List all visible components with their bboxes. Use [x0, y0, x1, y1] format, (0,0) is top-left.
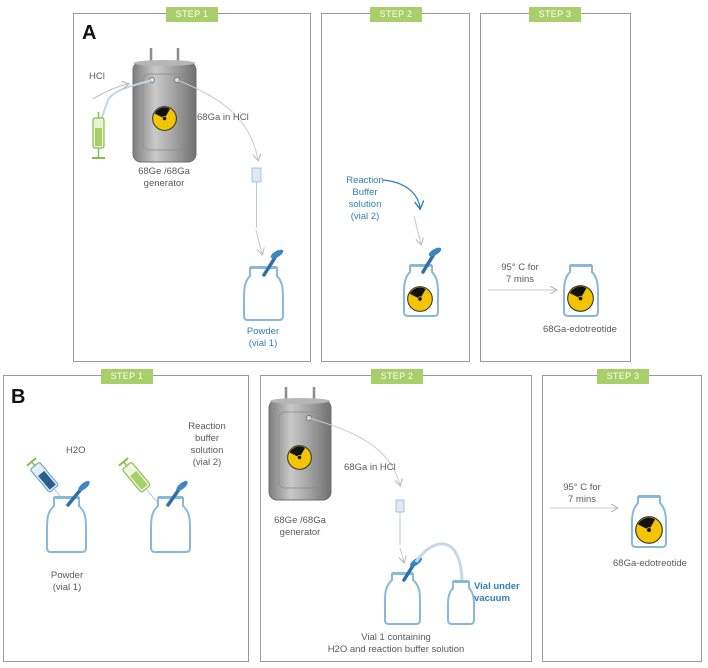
- vial1-contents-label: Vial 1 containing H2O and reaction buffe…: [296, 632, 496, 656]
- temperature-label-line: 7 mins: [568, 494, 596, 505]
- vial-icon: [447, 580, 475, 625]
- step-tab: STEP 3: [597, 369, 649, 384]
- generator-icon: [132, 48, 197, 163]
- generator-label: 68Ge /68Ga generator: [124, 166, 204, 190]
- needle-icon: [66, 480, 90, 507]
- panel-b-step-3: STEP 3: [542, 369, 702, 662]
- syringe-icon: [118, 457, 160, 505]
- syringe-icon: [92, 112, 105, 159]
- buffer-label-line: (vial 2): [350, 211, 380, 222]
- step-tab: STEP 1: [101, 369, 153, 384]
- h2o-label: H2O: [66, 445, 86, 456]
- panel-a-step-3: STEP 3: [480, 7, 631, 362]
- buffer-label-line: solution: [190, 445, 224, 456]
- buffer-label-line: buffer: [194, 433, 220, 444]
- step-tab: STEP 1: [166, 7, 218, 22]
- powder-label: Powder (vial 1): [32, 570, 102, 594]
- vacuum-label-line: vacuum: [474, 593, 510, 604]
- reaction-buffer-label: Reaction Buffer solution (vial 2): [330, 175, 400, 223]
- buffer-label-line: solution: [348, 199, 382, 210]
- needle-icon: [395, 499, 405, 545]
- powder-label-line: (vial 1): [248, 338, 278, 349]
- vacuum-tube: [414, 542, 464, 581]
- ga-in-hcl-label: 68Ga in HCl: [344, 462, 396, 473]
- step-tab: STEP 3: [529, 7, 581, 22]
- product-label: 68Ga-edotreotide: [543, 324, 617, 335]
- needle-icon: [166, 480, 188, 507]
- vial-icon: [150, 496, 191, 553]
- product-label: 68Ga-edotreotide: [613, 558, 687, 569]
- generator-label-line: generator: [143, 178, 185, 189]
- panel-a-step-2: STEP 2: [321, 7, 470, 362]
- generator-label-line: 68Ge /68Ga: [138, 166, 190, 177]
- vial-icon: [384, 572, 421, 625]
- vial1-label-line: H2O and reaction buffer solution: [327, 644, 465, 655]
- arrow-icon: [255, 229, 262, 254]
- temperature-label-line: 95° C for: [563, 482, 601, 493]
- step-tab: STEP 2: [371, 369, 423, 384]
- arrow-icon: [308, 417, 400, 485]
- generator-label-line: generator: [279, 527, 321, 538]
- arrow-icon: [92, 84, 128, 100]
- vial1-label-line: Vial 1 containing: [361, 632, 431, 643]
- panel-letter: A: [82, 22, 97, 44]
- generator-icon: [268, 387, 332, 501]
- buffer-label-line: Reaction: [346, 175, 384, 186]
- arrow-icon: [413, 215, 421, 244]
- temperature-label: 95° C for 7 mins: [490, 262, 550, 286]
- needle-icon: [421, 247, 442, 274]
- generator-label-line: 68Ge /68Ga: [274, 515, 326, 526]
- arrow-icon: [382, 179, 420, 208]
- panel-b-step-1: STEP 1: [3, 369, 249, 662]
- vial-icon: [46, 496, 87, 553]
- powder-label: Powder (vial 1): [228, 326, 298, 350]
- vacuum-label-line: Vial under: [474, 581, 520, 592]
- arrow-icon: [176, 79, 258, 160]
- reaction-buffer-label: Reaction buffer solution (vial 2): [176, 421, 238, 469]
- vacuum-label: Vial under vacuum: [474, 581, 520, 605]
- step-tab: STEP 2: [370, 7, 422, 22]
- powder-label-line: Powder: [50, 570, 84, 581]
- ga-in-hcl-label: 68Ga in HCl: [197, 112, 249, 123]
- powder-label-line: Powder: [246, 326, 280, 337]
- needle-icon: [251, 167, 262, 228]
- vial-icon: [243, 266, 284, 321]
- buffer-label-line: Reaction: [188, 421, 226, 432]
- temperature-label: 95° C for 7 mins: [551, 482, 613, 506]
- panel-letter: B: [11, 386, 26, 408]
- arrow-icon: [400, 547, 404, 562]
- hcl-label: HCl: [89, 71, 105, 82]
- temperature-label-line: 7 mins: [506, 274, 534, 285]
- buffer-label-line: Buffer: [352, 187, 378, 198]
- temperature-label-line: 95° C for: [501, 262, 539, 273]
- buffer-label-line: (vial 2): [192, 457, 222, 468]
- powder-label-line: (vial 1): [52, 582, 82, 593]
- generator-label: 68Ge /68Ga generator: [261, 515, 339, 539]
- needle-icon: [262, 249, 284, 277]
